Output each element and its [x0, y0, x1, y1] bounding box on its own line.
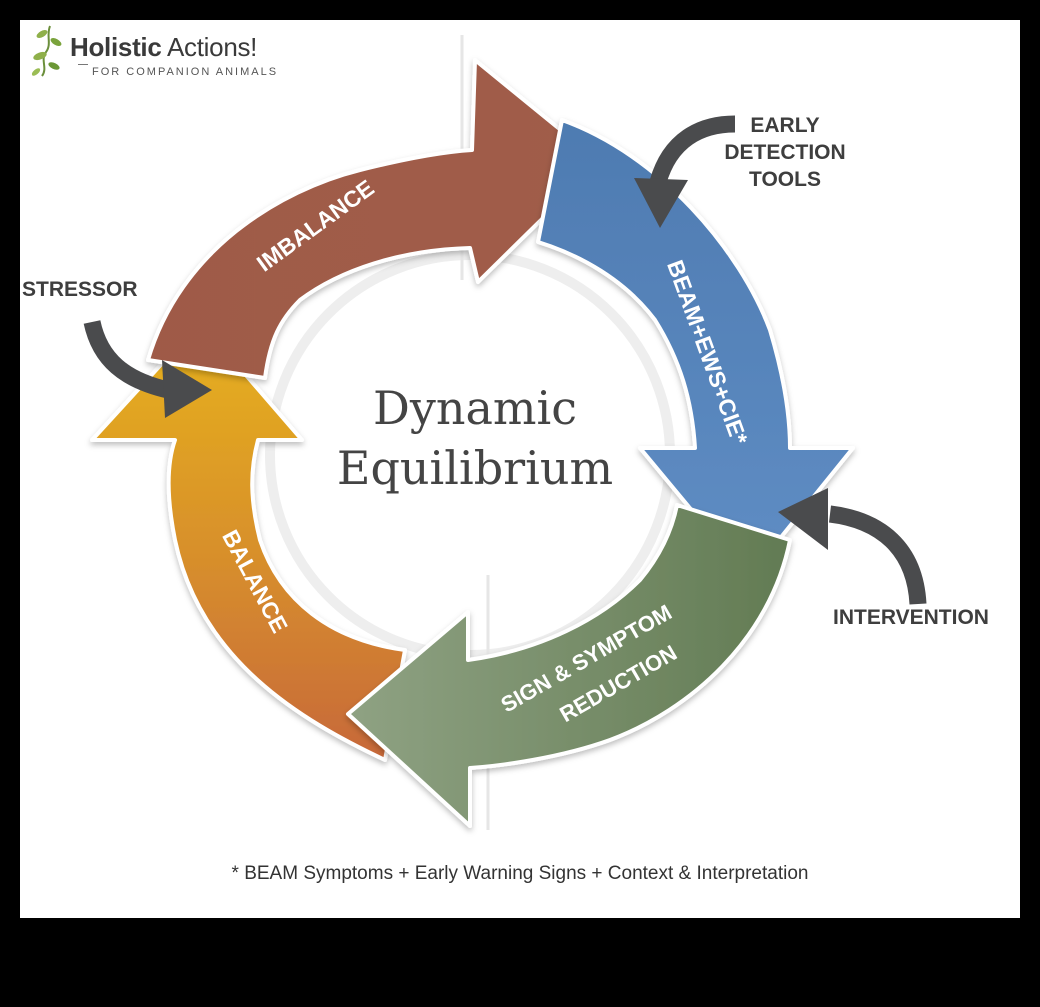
footnote: * BEAM Symptoms + Early Warning Signs + … [231, 863, 809, 884]
stressor-label: STRESSOR [22, 278, 138, 301]
holistic-actions-logo: Holistic Actions! FOR COMPANION ANIMALS [28, 22, 288, 84]
center-title-line1: Dynamic [372, 381, 577, 435]
logo-title: Holistic Actions! [70, 32, 258, 62]
center-title: Dynamic Equilibrium [300, 378, 650, 498]
early-detection-line1: EARLY [750, 114, 820, 137]
vine-leaf-icon [31, 25, 62, 77]
early-detection-input-arrow [634, 115, 736, 228]
intervention-label: INTERVENTION [833, 606, 989, 629]
balance-arrow [90, 320, 407, 762]
center-title-line2: Equilibrium [336, 441, 614, 495]
intervention-input-arrow [778, 488, 927, 605]
beam-ews-cie-arrow [536, 118, 855, 580]
logo-rule [78, 64, 88, 65]
sign-symptom-reduction-arrow [346, 503, 792, 828]
early-detection-tools-label: EARLY DETECTION TOOLS [714, 112, 856, 193]
early-detection-line3: TOOLS [749, 168, 821, 191]
stressor-input-arrow [83, 319, 212, 418]
logo-subtitle: FOR COMPANION ANIMALS [92, 66, 279, 78]
early-detection-line2: DETECTION [724, 141, 846, 164]
imbalance-arrow [146, 58, 602, 380]
